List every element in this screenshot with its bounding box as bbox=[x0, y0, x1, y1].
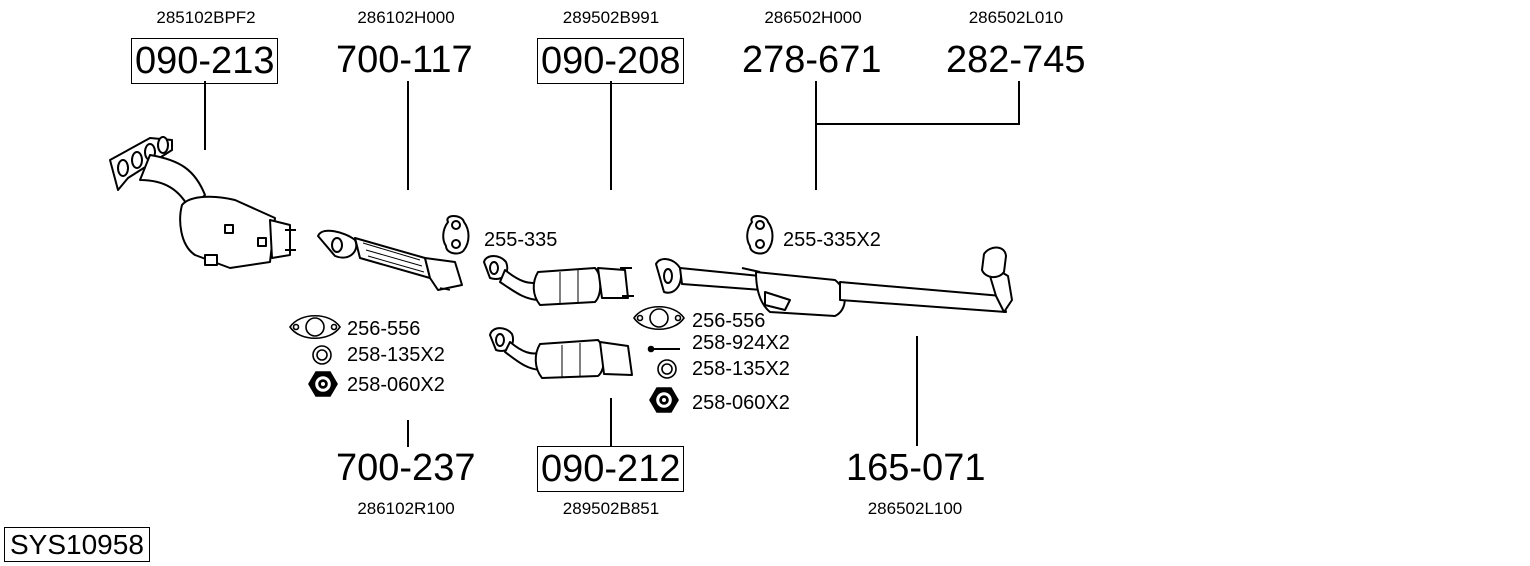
oem-number: 286102R100 bbox=[357, 499, 455, 518]
leader-line bbox=[204, 81, 206, 150]
bolt-icon bbox=[647, 345, 680, 353]
accessory-label[interactable]: 258-060X2 bbox=[692, 392, 790, 414]
hanger-label[interactable]: 255-335X2 bbox=[783, 229, 881, 251]
catalyst-upper-icon bbox=[483, 255, 634, 306]
leader-line bbox=[610, 81, 612, 190]
system-id-badge: SYS10958 bbox=[4, 527, 150, 562]
leader-line bbox=[1018, 81, 1020, 124]
rubber-hanger-icon bbox=[746, 215, 774, 255]
accessory-label[interactable]: 256-556 bbox=[347, 318, 421, 340]
accessory-label[interactable]: 256-556 bbox=[692, 310, 766, 332]
part-number-165-071[interactable]: 165-071 bbox=[846, 447, 986, 489]
part-number-700-237[interactable]: 700-237 bbox=[336, 447, 476, 489]
oem-number: 286502L100 bbox=[867, 499, 963, 518]
ring-icon bbox=[657, 359, 677, 379]
part-number-090-208[interactable]: 090-208 bbox=[537, 38, 685, 84]
part-number-278-671[interactable]: 278-671 bbox=[742, 39, 882, 81]
leader-line bbox=[815, 81, 817, 190]
flex-pipe-icon bbox=[317, 229, 463, 291]
leader-line bbox=[407, 81, 409, 190]
oem-number: 289502B851 bbox=[562, 499, 660, 518]
leader-line bbox=[610, 398, 612, 447]
rubber-hanger-icon bbox=[442, 215, 470, 255]
rubber-hanger-icons bbox=[442, 215, 774, 255]
oem-number: 286102H000 bbox=[357, 8, 455, 27]
leader-line bbox=[815, 123, 1020, 125]
oem-number: 285102BPF2 bbox=[156, 8, 256, 27]
oem-number: 286502L010 bbox=[968, 8, 1064, 27]
accessory-label[interactable]: 258-135X2 bbox=[347, 344, 445, 366]
accessory-label[interactable]: 258-135X2 bbox=[692, 358, 790, 380]
nut-icon bbox=[308, 371, 338, 397]
hanger-label[interactable]: 255-335 bbox=[484, 229, 558, 251]
accessory-label[interactable]: 258-060X2 bbox=[347, 374, 445, 396]
part-number-090-213[interactable]: 090-213 bbox=[131, 38, 279, 84]
part-number-282-745[interactable]: 282-745 bbox=[946, 39, 1086, 81]
ring-icon bbox=[312, 345, 332, 365]
oem-number: 289502B991 bbox=[562, 8, 660, 27]
manifold-catalyst-icon bbox=[109, 136, 296, 269]
accessory-label[interactable]: 258-924X2 bbox=[692, 332, 790, 354]
part-number-700-117[interactable]: 700-117 bbox=[336, 39, 473, 81]
part-number-090-212[interactable]: 090-212 bbox=[537, 446, 685, 492]
nut-icon bbox=[649, 387, 679, 413]
gasket-icon bbox=[633, 306, 685, 330]
oem-number: 286502H000 bbox=[764, 8, 862, 27]
catalyst-lower-icon bbox=[489, 327, 633, 379]
leader-line bbox=[916, 336, 918, 446]
leader-line bbox=[407, 420, 409, 447]
center-pipe-resonator-icon bbox=[655, 246, 1013, 317]
gasket-icon bbox=[289, 315, 341, 339]
